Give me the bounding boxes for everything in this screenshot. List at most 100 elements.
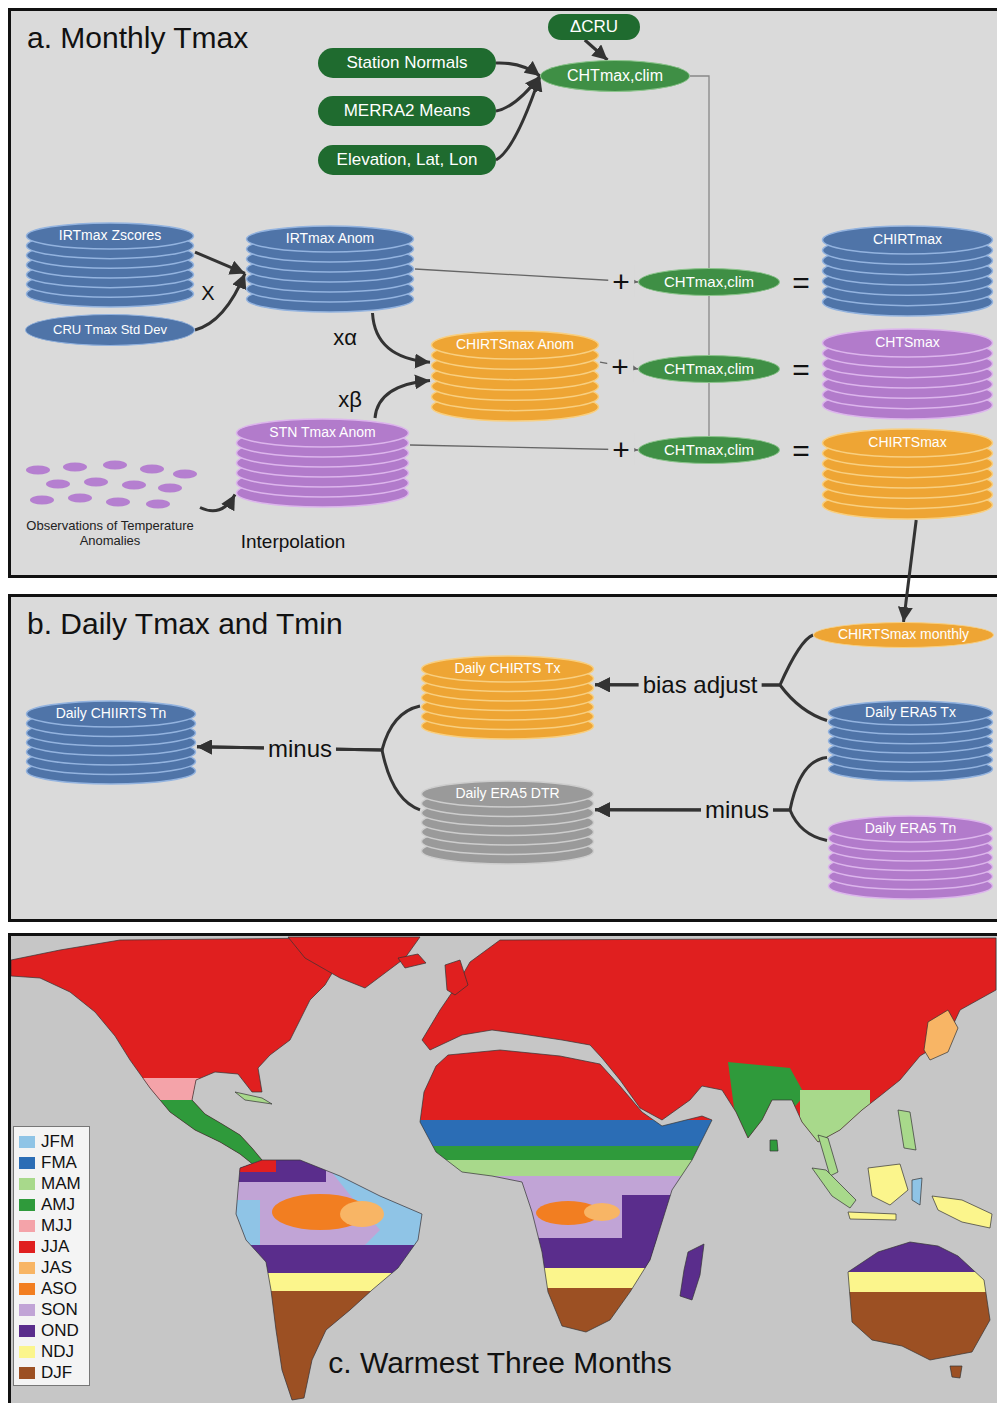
legend-text: OND xyxy=(41,1321,79,1340)
region-jas xyxy=(340,1201,384,1227)
node-label: Daily CHIRTS Tx xyxy=(454,655,560,681)
connector xyxy=(585,40,608,60)
data-stack: IRTmax Anom xyxy=(245,225,415,313)
legend-text: JJA xyxy=(41,1237,69,1256)
legend-row: FMA xyxy=(19,1151,81,1172)
data-stack: Daily ERA5 DTR xyxy=(420,780,595,865)
edge-label: xβ xyxy=(338,388,362,412)
node-label: Daily ERA5 Tx xyxy=(865,700,956,724)
connector xyxy=(373,313,431,362)
legend-row: JJA xyxy=(19,1235,81,1256)
panel-title: c. Warmest Three Months xyxy=(328,1346,671,1379)
stack-layer xyxy=(422,781,594,807)
observation-dot xyxy=(26,466,50,475)
observation-dot xyxy=(46,480,70,489)
observation-dot xyxy=(122,481,146,490)
node-label: IRTmax Anom xyxy=(286,225,374,251)
legend-swatch xyxy=(19,1325,35,1337)
data-stack: IRTmax Zscores xyxy=(25,222,195,308)
australia-outline xyxy=(848,1242,990,1360)
equals-sign: = xyxy=(792,266,810,299)
data-ellipse: CHTmax,clim xyxy=(540,60,690,92)
edge-label-holder: xα xyxy=(333,326,357,350)
equals-sign-holder: = xyxy=(792,266,810,299)
panel: b. Daily Tmax and TminCHIRTSmax monthlyD… xyxy=(8,594,997,922)
equals-sign: = xyxy=(792,353,810,386)
node-label: CRU Tmax Std Dev xyxy=(53,315,167,344)
legend-swatch xyxy=(19,1262,35,1274)
region-jja xyxy=(410,936,997,1150)
data-ellipse: CRU Tmax Std Dev xyxy=(25,314,195,346)
node-label: CHIRTSmax Anom xyxy=(456,330,574,358)
madagascar xyxy=(680,1244,704,1300)
legend-row: ASO xyxy=(19,1277,81,1298)
connector xyxy=(195,252,245,273)
region-ndj xyxy=(230,1273,430,1291)
stack-layer xyxy=(422,656,594,682)
observation-cluster: Observations of Temperature Anomalies xyxy=(20,455,200,560)
step-label-holder: minus xyxy=(264,736,336,762)
region-mjj xyxy=(120,1078,230,1100)
connector xyxy=(496,76,540,111)
node-label: STN Tmax Anom xyxy=(269,418,375,446)
data-ellipse: CHIRTSmax monthly xyxy=(813,622,994,648)
legend-swatch xyxy=(19,1346,35,1358)
node-label: Observations of Temperature Anomalies xyxy=(20,519,200,549)
borneo xyxy=(868,1164,908,1205)
step-label: minus xyxy=(701,797,773,823)
legend-text: JAS xyxy=(41,1258,72,1277)
eurasia xyxy=(410,936,997,1150)
data-ellipse: CHTmax,clim xyxy=(638,436,780,464)
node-label: Daily ERA5 Tn xyxy=(865,815,957,841)
legend-text: FMA xyxy=(41,1153,77,1172)
edge-label-holder: xβ xyxy=(338,388,362,412)
connector xyxy=(195,273,245,330)
equals-sign: = xyxy=(792,434,810,467)
region-son xyxy=(410,1176,720,1238)
legend-row: MJJ xyxy=(19,1214,81,1235)
observation-dot xyxy=(30,496,54,505)
node-label: CHTmax,clim xyxy=(664,437,754,462)
node-label: IRTmax Zscores xyxy=(59,222,161,248)
britain xyxy=(445,960,468,995)
node-label: Elevation, Lat, Lon xyxy=(337,145,478,175)
input-pill: Station Normals xyxy=(318,48,496,78)
new-guinea xyxy=(932,1196,992,1228)
panel-title: a. Monthly Tmax xyxy=(27,21,248,55)
plus-sign: + xyxy=(607,350,633,383)
sulawesi xyxy=(912,1178,922,1205)
node-label: CHIRTSmax monthly xyxy=(838,623,969,646)
region-amj xyxy=(728,1062,805,1138)
region-jja xyxy=(410,1040,720,1120)
observation-dots xyxy=(20,455,200,515)
operator-sign: X xyxy=(201,282,214,304)
legend-swatch xyxy=(19,1136,35,1148)
plus-sign: + xyxy=(608,265,634,298)
legend-row: DJF xyxy=(19,1361,81,1382)
region-jas xyxy=(584,1203,620,1221)
observation-dot xyxy=(173,470,197,479)
tasmania xyxy=(950,1366,962,1378)
stack-layer xyxy=(27,223,194,249)
node-label: Daily CHIIRTS Tn xyxy=(56,700,167,726)
plus-sign: + xyxy=(608,433,634,466)
legend-text: SON xyxy=(41,1300,78,1319)
stack-layer xyxy=(829,701,993,725)
connector xyxy=(690,76,709,268)
legend-text: DJF xyxy=(41,1363,72,1382)
legend-row: NDJ xyxy=(19,1340,81,1361)
connector xyxy=(708,296,709,355)
step-label-holder: bias adjust xyxy=(639,672,762,698)
plus-sign-holder: + xyxy=(608,265,634,298)
panel-title-holder: c. Warmest Three Months xyxy=(328,1346,671,1379)
stack-layer xyxy=(247,226,414,252)
legend-text: ASO xyxy=(41,1279,77,1298)
stack-layer xyxy=(823,329,993,357)
data-stack: CHTSmax xyxy=(821,328,994,420)
region-jja xyxy=(236,1160,276,1172)
legend-swatch xyxy=(19,1367,35,1379)
observation-dot xyxy=(158,484,182,493)
node-label: CHTSmax xyxy=(875,328,940,356)
node-label: MERRA2 Means xyxy=(344,96,471,126)
